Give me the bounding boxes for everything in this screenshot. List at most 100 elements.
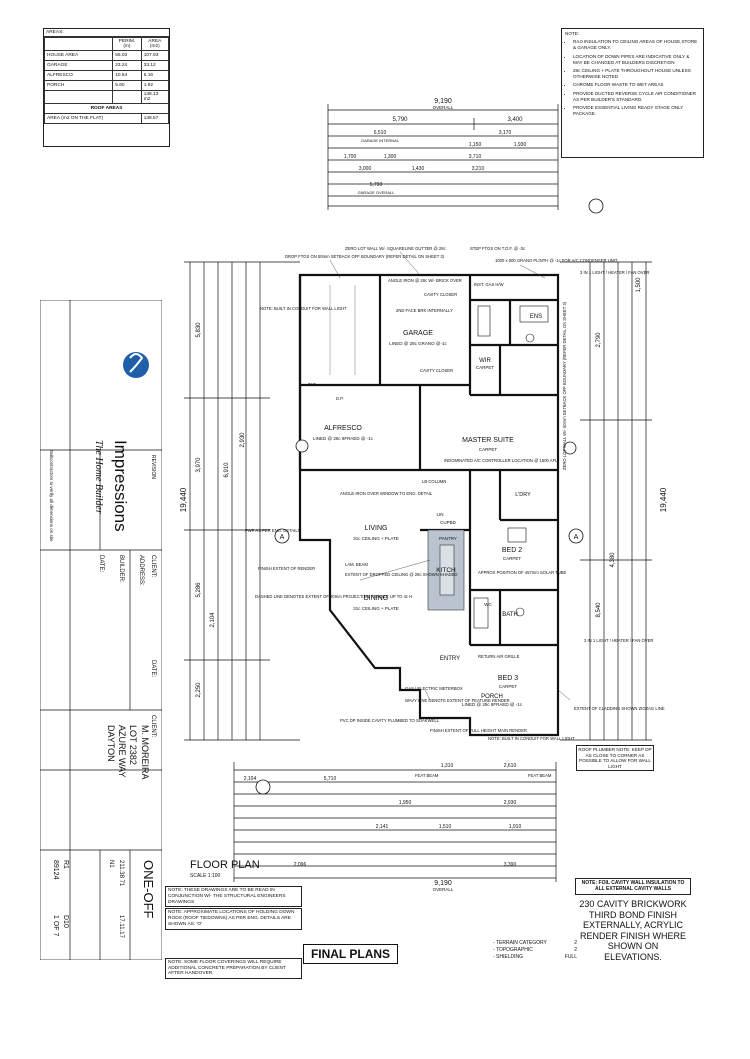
area-code: 211.38 71 [118,860,124,887]
annotation-feat-beam: FEAT BEAM [415,773,439,778]
room-dining-sub: 31c CEILING + PLATE [353,606,399,611]
company-name: Impressions [111,440,130,532]
dim-1910: 1,910 [509,824,522,830]
drawing-code: D10 [62,915,69,928]
annotation-built-in-conduit-2: NOTE: BUILT IN CONDUIT FOR WALL LIGHT [488,736,575,741]
revision-code: R1 [62,860,69,869]
dim-5830: 5,830 [196,322,202,338]
elevation-marker-top [588,198,604,214]
dim-8540: 8,540 [596,602,602,618]
cavity-brickwork-note: 230 CAVITY BRICKWORK THIRD BOND FINISH E… [579,899,687,962]
room-master: MASTER SUITE [462,437,514,444]
dim-1430: 1,430 [412,166,425,172]
dim-3170: 3,170 [499,130,512,136]
annotation-angle-iron-window: ANGLE IRON OVER WINDOW TO ENG. DETAIL [340,491,433,496]
dim-overall-side: 19,440 [179,487,188,512]
note-item: PROVIDE DUCTED REVERSE CYCLE AIR CONDITI… [573,91,700,103]
room-bed2: BED 2 [502,547,522,554]
dim-overall-label-bottom: OVERALL [433,887,454,892]
foil-insulation-note: NOTE: FOIL CAVITY WALL INSULATION TO ALL… [575,878,691,895]
note-item: CHROME FLOOR WASTE TO WET AREAS [573,82,700,88]
svg-text:A: A [574,534,579,541]
room-alfresco-sub: LINED @ 28c 8FRAED @ -1c [313,436,374,441]
dim-2790: 2,790 [596,332,602,348]
annotation-angle-iron: ANGLE IRON @ 28c W/- BRICK OVER [388,278,462,283]
room-bed2-sub: CARPET [503,556,522,561]
dim-overall-label: OVERALL [433,105,454,110]
one-off-label: ONE-OFF [141,860,156,919]
floor-plan-scale: SCALE 1:100 [190,873,221,879]
dim-3390: 3,390 [504,862,517,868]
annotation-dropped-ceiling: EXTENT OF DROPPED CEILING @ 28c SHOWN SH… [345,572,457,577]
dim-1300: 1,300 [384,154,397,160]
room-wc: WC [484,602,492,607]
annotation-lam-beam: LAM. BEAM [345,562,368,567]
job-number: 89124 [52,860,59,880]
room-living-sub: 31c CEILING + PLATE [353,536,399,541]
room-ens: ENS [530,314,542,320]
annotation-zero-lot-wall: ZERO LOT WALL W/- SQUARELINE GUTTER @ 28… [345,246,446,251]
dim-2096: 2,096 [294,862,307,868]
dim-2141: 2,141 [376,824,389,830]
revision-heading: REVISION [150,455,156,479]
annotation-return-air: RETURN AIR GRILLE [478,654,520,659]
annotation-render-finish: FINISH EXTENT OF RENDER [258,566,315,571]
dim-top-left: 5,790 [392,117,408,123]
room-porch: PORCH [481,694,503,700]
dim-garage-overall-label: GARAGE OVERALL [358,190,395,195]
warning-note: NOTE: THESE DRAWINGS ARE TO BE READ IN C… [165,886,302,908]
dim-2930: 2,930 [504,800,517,806]
floor-plan-title: FLOOR PLAN [190,859,260,871]
annotation-dashed-line: DASHED LINE DENOTES EXTENT OF 20mm PROJE… [255,594,412,599]
annotation-grano-pad: 1000 x 500 GRANO PLINTH @ -1c FOR A/C CO… [495,258,618,263]
annotation-zero-lot-right: ZERO LOT WALL W/- 50mm SETBACK OFF BOUND… [562,301,567,470]
annotation-solar-tube: APPROX POSITION OF 457mm SOLAR TUBE [478,570,567,575]
dim-2104-side: 2,104 [210,612,216,628]
dim-3710: 3,710 [469,154,482,160]
annotation-lb-column: LB COLUMN [422,479,446,484]
disclaimer: Subcontractors to verify all dimensions … [49,450,54,542]
client-label-2: CLIENT: [150,715,156,738]
dim-1930: 1,930 [514,142,527,148]
company-tagline: The Home Builder [93,440,104,514]
date-label-2: DATE: [150,660,156,678]
annotation-light-heater: 3 IN 1 LIGHT / HEATER / FAN OVER [580,270,649,275]
annotation-built-in-conduit: NOTE: BUILT IN CONDUIT FOR WALL LIGHT [260,306,347,311]
notes-heading: NOTE: [565,31,580,36]
annotation-pwp: PWP AS PER ENG. DETAILS [245,528,301,533]
dim-overall-side-right: 19,440 [659,487,668,512]
room-cupbd: CUPBD [440,520,457,525]
table-row: 148.13 m2 [43,90,170,104]
room-master-sub: CARPET [479,447,498,452]
annotation-inst-gas: INST. GAS H/W [474,282,504,287]
elevation-marker-bottom [255,779,271,795]
dim-3970: 3,970 [196,457,202,473]
dim-top-right: 3,400 [507,117,523,123]
room-dining: DINING [364,595,389,602]
dim-6910: 6,910 [224,462,230,478]
room-lin: LIN [436,512,443,517]
sheet-number: 1 OF 7 [52,915,59,937]
annotation-dp: D.P. [336,396,344,401]
annotation-feat-beam-2: FEAT BEAM [528,773,552,778]
annotation-gas-meter: GAS / ELECTRIC METERBOX [405,686,463,691]
warning-notes: NOTE: THESE DRAWINGS ARE TO BE READ IN C… [165,886,302,980]
date-label: DATE: [98,555,104,573]
room-alfresco: ALFRESCO [324,425,362,432]
dim-2610: 2,610 [504,763,517,769]
dim-1150: 1,150 [469,142,482,148]
dim-1500: 1,500 [636,277,642,293]
section-marker-a-left [274,528,290,544]
dim-5710: 5,710 [324,776,337,782]
dim-1310: 1,310 [441,763,454,769]
warning-note: NOTE: APPROXIMATE LOCATIONS OF HOLDING D… [165,908,302,930]
room-bed3: BED 3 [498,675,518,682]
client-label: CLIENT: [150,555,156,578]
room-porch-sub: LINED @ 28c 8FRAED @ -1c [462,702,523,707]
room-bath: BATH [502,612,518,618]
